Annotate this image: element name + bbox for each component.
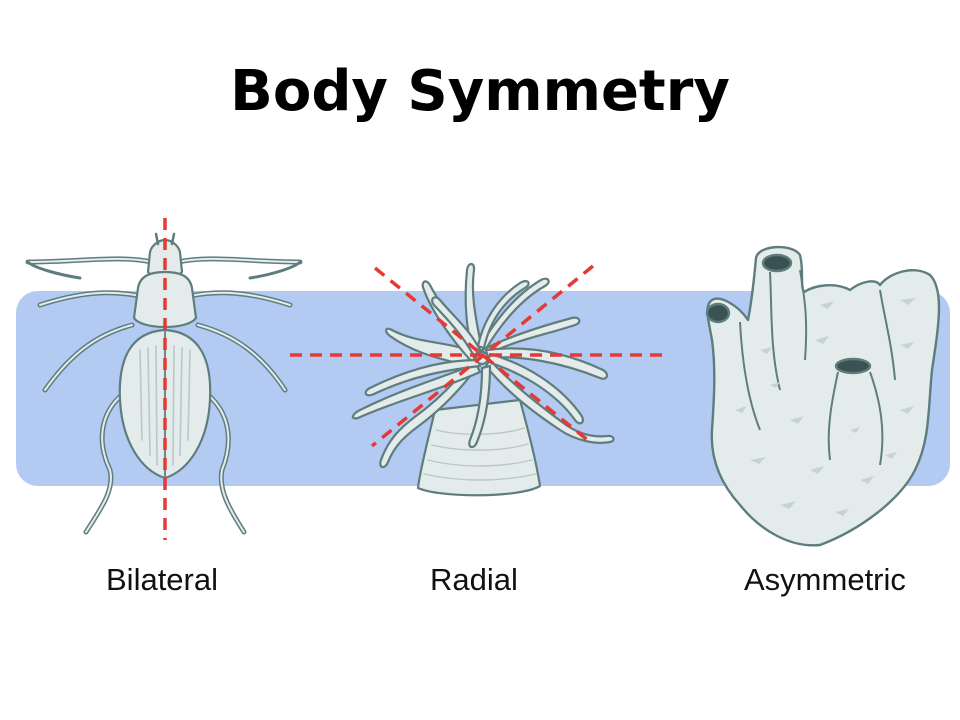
radial-symmetry-lines: [290, 264, 670, 448]
label-bilateral: Bilateral: [106, 562, 218, 597]
label-radial: Radial: [430, 562, 518, 597]
sponge-icon: [705, 245, 941, 547]
page-title: Body Symmetry: [230, 59, 730, 124]
label-asymmetric: Asymmetric: [744, 562, 906, 597]
sea-anemone-icon: [351, 262, 615, 497]
